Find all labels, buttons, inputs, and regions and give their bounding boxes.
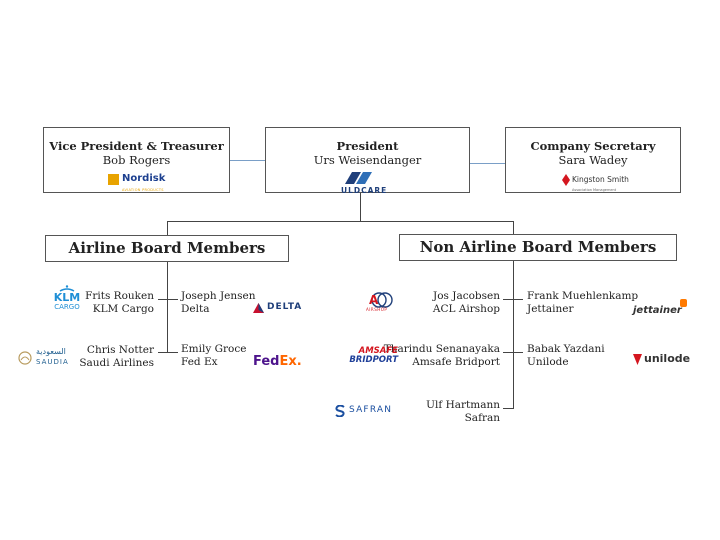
member-name: Joseph Jensen	[181, 290, 256, 302]
klm-logo-sub: CARGO	[54, 303, 80, 311]
non-airline-board-members-box: Non Airline Board Members	[399, 234, 677, 261]
member-name: Babak Yazdani	[527, 343, 605, 355]
stub-frits	[158, 299, 178, 300]
amsafe-bridport-logo: AMSAFE BRIDPORT	[336, 347, 398, 367]
unilode-logo-text: unilode	[644, 352, 691, 365]
member-name: Tharindu Senanayaka	[383, 343, 500, 355]
member-org: Amsafe Bridport	[412, 356, 500, 368]
unilode-mark-icon	[633, 354, 642, 365]
member-babak-yazdani: Babak Yazdani Unilode	[527, 343, 605, 369]
officer-box-president: President Urs Weisendanger ULDCARE	[265, 127, 470, 195]
connector-president-down	[360, 193, 361, 222]
kingston-smith-logo-sub: Association Management	[572, 188, 617, 192]
officer-box-vice-president: Vice President & Treasurer Bob Rogers No…	[43, 127, 230, 193]
acl-airshop-logo-text: AIRSHOP	[366, 307, 388, 312]
airline-board-members-box: Airline Board Members	[45, 235, 289, 262]
acl-airshop-mark-icon: A	[369, 292, 393, 308]
svg-text:A: A	[369, 293, 379, 307]
member-org: Saudi Airlines	[79, 357, 154, 369]
officer-role: Company Secretary	[530, 139, 656, 153]
member-frits-rouken: Frits Rouken KLM Cargo	[85, 290, 154, 316]
uldcare-logo: ULDCARE	[340, 170, 398, 195]
nordisk-logo-text: Nordisk	[122, 173, 166, 184]
connector-to-airline	[167, 221, 168, 235]
member-name: Chris Notter	[86, 344, 154, 356]
stub-ulf	[503, 408, 514, 409]
fedex-logo-ex: Ex.	[279, 354, 302, 369]
kingston-smith-logo-text: Kingston Smith	[572, 175, 629, 184]
klm-logo-text: KLM	[53, 291, 81, 304]
connector-president-secretary	[470, 163, 505, 164]
saudia-logo: السعودية SAUDIA	[18, 347, 84, 369]
airline-board-members-title: Airline Board Members	[68, 239, 266, 257]
member-name: Jos Jacobsen	[432, 290, 500, 302]
stub-tharindu	[503, 352, 523, 353]
fedex-logo: FedEx.	[253, 350, 302, 369]
stub-chris	[158, 352, 178, 353]
klm-cargo-logo: KLM CARGO	[50, 285, 84, 313]
safran-logo: SAFRAN	[335, 404, 399, 420]
safran-logo-text: SAFRAN	[349, 405, 393, 415]
fedex-logo-fed: Fed	[253, 354, 280, 369]
officer-name: Sara Wadey	[558, 153, 628, 167]
member-frank-muehlenkamp: Frank Muehlenkamp Jettainer	[527, 290, 638, 316]
kingston-smith-logo-mark	[562, 174, 570, 186]
delta-logo: DELTA	[253, 302, 307, 314]
officer-name: Bob Rogers	[102, 153, 171, 167]
amsafe-logo-text: AMSAFE	[358, 346, 398, 356]
non-airline-board-members-title: Non Airline Board Members	[419, 238, 657, 256]
member-org: ACL Airshop	[432, 303, 500, 315]
stub-jos	[503, 299, 523, 300]
member-joseph-jensen: Joseph Jensen Delta	[181, 290, 256, 316]
member-chris-notter: Chris Notter Saudi Airlines	[79, 344, 154, 370]
uldcare-logo-mark	[345, 172, 372, 184]
uldcare-logo-text: ULDCARE	[341, 186, 388, 195]
nordisk-logo: Nordisk AVIATION PRODUCTS	[108, 173, 170, 192]
member-name: Frank Muehlenkamp	[527, 290, 639, 302]
jettainer-logo: jettainer	[633, 298, 687, 316]
member-ulf-hartmann: Ulf Hartmann Safran	[426, 399, 500, 425]
delta-widget-icon	[253, 303, 264, 313]
member-emily-groce: Emily Groce Fed Ex	[181, 343, 246, 369]
connector-vp-president	[230, 160, 265, 161]
non-airline-spine	[513, 261, 514, 409]
jettainer-logo-text: jettainer	[633, 305, 682, 316]
member-name: Emily Groce	[181, 343, 247, 355]
member-tharindu-senanayaka: Tharindu Senanayaka Amsafe Bridport	[384, 343, 500, 369]
unilode-logo: unilode	[633, 352, 690, 367]
officer-role: Vice President & Treasurer	[49, 139, 224, 153]
nordisk-logo-sub: AVIATION PRODUCTS	[122, 188, 164, 192]
safran-mark-icon	[335, 405, 345, 417]
jettainer-logo-swoosh	[680, 299, 687, 307]
member-org: Delta	[181, 303, 210, 315]
airline-spine	[167, 262, 168, 353]
officer-box-company-secretary: Company Secretary Sara Wadey Kingston Sm…	[505, 127, 681, 193]
officer-role: President	[336, 139, 399, 153]
member-org: KLM Cargo	[92, 303, 154, 315]
saudia-logo-text: SAUDIA	[36, 358, 69, 366]
klm-crown-icon	[59, 285, 75, 292]
member-org: Fed Ex	[181, 356, 218, 368]
acl-airshop-logo: A AIRSHOP	[362, 291, 398, 315]
connector-horizontal-bar	[167, 221, 514, 222]
saudia-arabic-text: السعودية	[36, 347, 66, 356]
bridport-logo-text: BRIDPORT	[349, 355, 398, 365]
officer-name: Urs Weisendanger	[313, 153, 422, 167]
connector-to-non-airline	[513, 221, 514, 234]
saudia-emblem-icon	[18, 351, 32, 365]
member-org: Jettainer	[527, 303, 574, 315]
member-org: Safran	[464, 412, 500, 424]
kingston-smith-logo: Kingston Smith Association Management	[562, 174, 632, 192]
delta-logo-text: DELTA	[267, 302, 303, 312]
member-org: Unilode	[527, 356, 569, 368]
member-name: Ulf Hartmann	[426, 399, 500, 411]
member-name: Frits Rouken	[85, 290, 154, 302]
member-jos-jacobsen: Jos Jacobsen ACL Airshop	[433, 290, 500, 316]
